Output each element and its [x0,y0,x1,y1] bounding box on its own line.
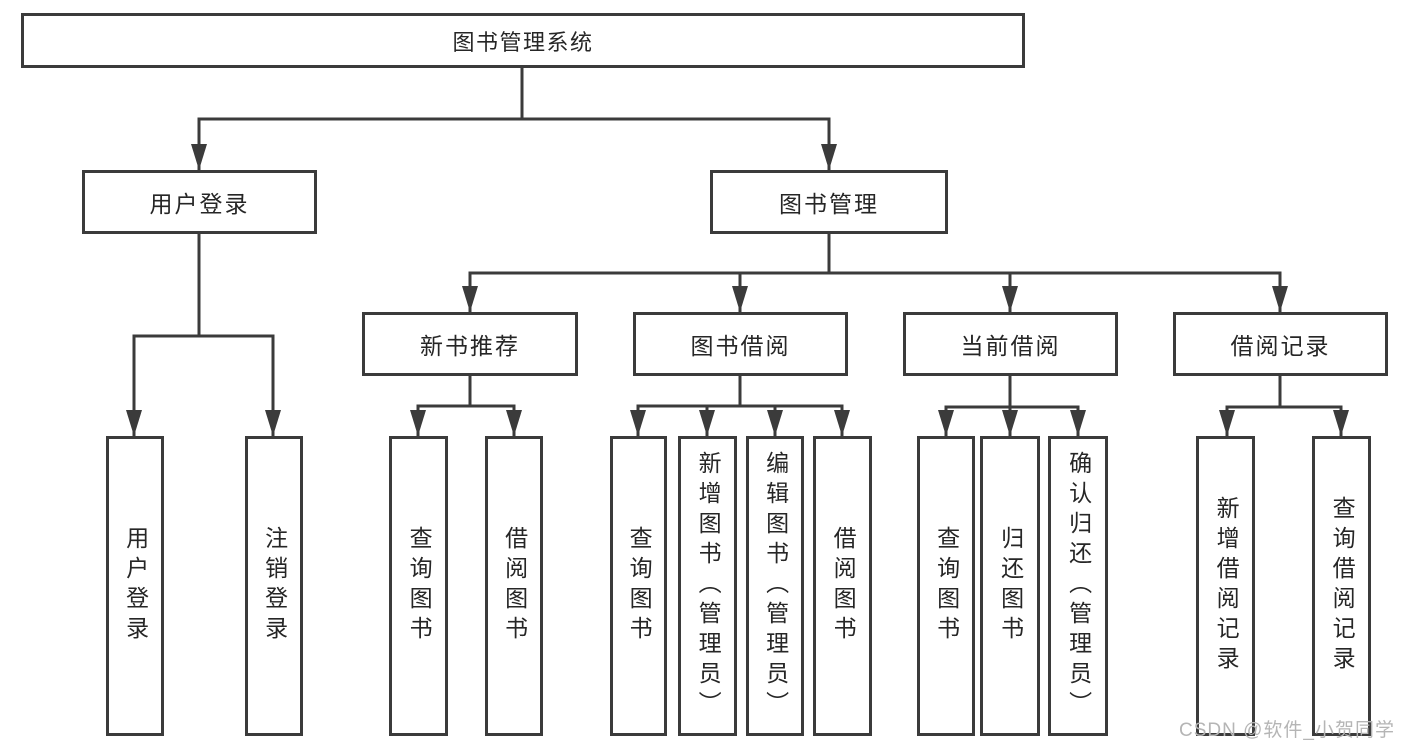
node-current-borrowing: 当前借阅 [903,312,1118,376]
node-new-book-recommendation-label: 新书推荐 [420,333,520,359]
leaf-logout-label: 注销登录 [261,526,288,646]
leaf-user-login-label: 用户登录 [122,526,149,646]
leaf-query-books-recommend-label: 查询图书 [406,526,433,646]
leaf-borrow-books-recommend: 借阅图书 [485,436,543,736]
leaf-add-books-admin: 新增图书（管理员） [678,436,737,736]
node-root: 图书管理系统 [21,13,1025,68]
node-user-login-label: 用户登录 [149,191,250,217]
node-book-borrowing: 图书借阅 [633,312,848,376]
leaf-add-borrow-record-label: 新增借阅记录 [1213,496,1240,676]
node-book-management: 图书管理 [710,170,948,234]
leaf-add-books-admin-label: 新增图书（管理员） [695,451,722,721]
node-book-borrowing-label: 图书借阅 [690,333,791,359]
node-new-book-recommendation: 新书推荐 [362,312,578,376]
leaf-confirm-return-admin: 确认归还（管理员） [1048,436,1108,736]
leaf-query-borrow-record-label: 查询借阅记录 [1329,496,1356,676]
node-root-label: 图书管理系统 [452,29,594,55]
node-current-borrowing-label: 当前借阅 [960,333,1061,359]
leaf-user-login: 用户登录 [106,436,164,736]
leaf-query-books-borrowing-label: 查询图书 [626,526,653,646]
leaf-query-books-borrowing: 查询图书 [610,436,667,736]
leaf-logout: 注销登录 [245,436,303,736]
leaf-query-books-current: 查询图书 [917,436,975,736]
node-borrowing-records: 借阅记录 [1173,312,1388,376]
leaf-query-books-current-label: 查询图书 [933,526,960,646]
watermark: CSDN @软件_小贺同学 [1179,720,1395,741]
leaf-query-books-recommend: 查询图书 [389,436,448,736]
leaf-add-borrow-record: 新增借阅记录 [1196,436,1255,736]
leaf-return-books: 归还图书 [980,436,1040,736]
leaf-borrow-books-recommend-label: 借阅图书 [501,526,528,646]
leaf-borrow-books: 借阅图书 [813,436,872,736]
node-book-management-label: 图书管理 [779,191,879,217]
leaf-query-borrow-record: 查询借阅记录 [1312,436,1371,736]
leaf-edit-books-admin-label: 编辑图书（管理员） [762,451,789,721]
node-user-login: 用户登录 [82,170,317,234]
leaf-return-books-label: 归还图书 [997,526,1024,646]
node-borrowing-records-label: 借阅记录 [1230,333,1331,359]
leaf-edit-books-admin: 编辑图书（管理员） [746,436,804,736]
leaf-confirm-return-admin-label: 确认归还（管理员） [1065,451,1092,721]
leaf-borrow-books-label: 借阅图书 [830,526,857,646]
